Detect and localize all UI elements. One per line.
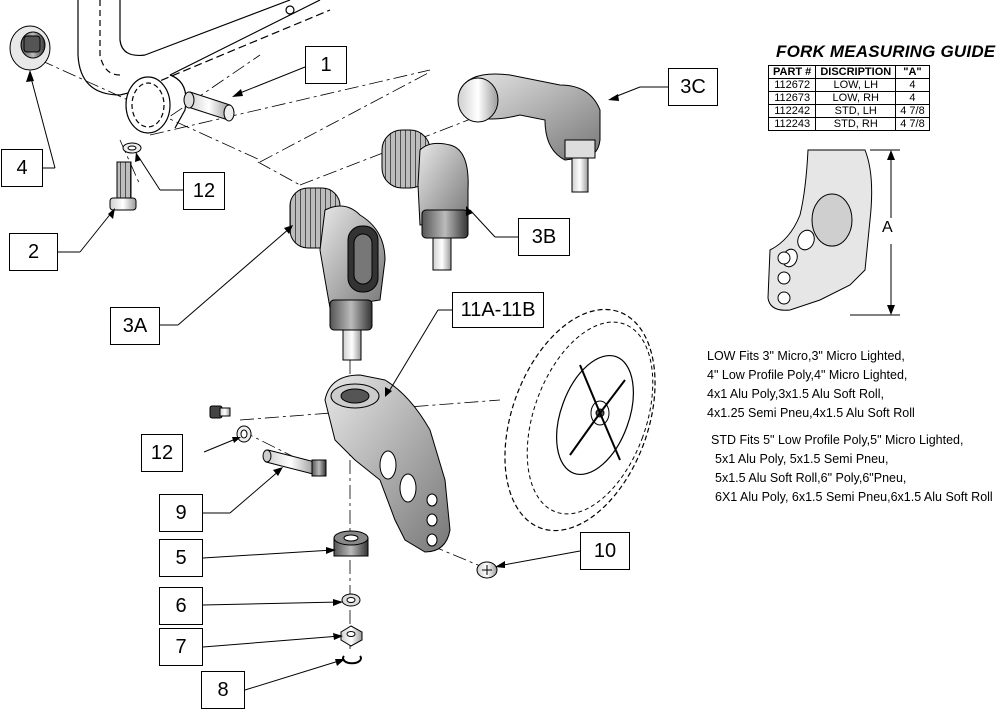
nut-part (340, 625, 363, 647)
axle-screw-washer-part (209, 405, 252, 443)
guide-cell: 4 7/8 (895, 104, 930, 118)
guide-header: DISCRIPTION (815, 65, 897, 79)
caster-wheel (504, 308, 656, 532)
note-line: 5x1.5 Alu Soft Roll,6" Poly,6"Pneu, (715, 471, 907, 485)
guide-header: PART # (767, 65, 817, 79)
note-line: 4x1.25 Semi Pneu,4x1.5 Alu Soft Roll (707, 406, 915, 420)
note-line: 4" Low Profile Poly,4" Micro Lighted, (707, 368, 908, 382)
leader-arrowheads (26, 70, 619, 666)
guide-cell: LOW, RH (815, 91, 897, 105)
callout-12-top: 12 (183, 172, 225, 210)
callout-2: 2 (9, 233, 58, 271)
clip-part (342, 655, 362, 665)
washer-part (341, 593, 361, 607)
callout-7: 7 (159, 628, 203, 666)
guide-cell: 112243 (767, 117, 817, 131)
guide-header: "A" (895, 65, 930, 79)
guide-cell: 4 (895, 91, 930, 105)
callout-6: 6 (159, 587, 203, 625)
axle-part (262, 449, 327, 477)
pin-part (183, 91, 235, 122)
guide-header-row: PART # DISCRIPTION "A" (767, 65, 930, 79)
guide-cell: STD, RH (815, 117, 897, 131)
leader-lines (29, 66, 668, 691)
end-cap-part (9, 25, 51, 71)
bearing-part (333, 530, 369, 557)
note-line: STD Fits 5" Low Profile Poly,5" Micro Li… (711, 433, 964, 447)
callout-11a-11b: 11A-11B (452, 292, 544, 328)
guide-cell: STD, LH (815, 104, 897, 118)
callout-3b: 3B (518, 218, 570, 256)
guide-row: 112672 LOW, LH 4 (767, 78, 930, 92)
callout-4: 4 (1, 149, 43, 187)
stem-housing-3a (289, 187, 386, 361)
guide-title: FORK MEASURING GUIDE (776, 42, 996, 61)
washer-top-part (122, 142, 142, 154)
callout-3a: 3A (110, 307, 160, 345)
callout-10: 10 (580, 532, 630, 570)
guide-cell: 4 7/8 (895, 117, 930, 131)
dimension-a-label: A (882, 219, 893, 236)
stem-housing-3b (381, 129, 469, 271)
guide-cell: 4 (895, 78, 930, 92)
guide-cell: LOW, LH (815, 78, 897, 92)
guide-cell: 112672 (767, 78, 817, 92)
guide-cell: 112242 (767, 104, 817, 118)
callout-9: 9 (159, 494, 203, 532)
stem-housing-3c (457, 73, 601, 193)
note-line: 4x1 Alu Poly,3x1.5 Alu Soft Roll, (707, 387, 884, 401)
note-line: 6X1 Alu Poly, 6x1.5 Semi Pneu,6x1.5 Alu … (715, 490, 993, 504)
std-fit-notes: STD Fits 5" Low Profile Poly,5" Micro Li… (711, 431, 993, 507)
bolt-part (109, 161, 137, 211)
callout-5: 5 (159, 539, 203, 577)
guide-table: PART # DISCRIPTION "A" 112672 LOW, LH 4 … (767, 65, 930, 131)
callout-1: 1 (305, 46, 347, 84)
fork-measuring-illustration (767, 149, 900, 316)
fork-part (324, 374, 451, 553)
frame-tube (77, 0, 331, 134)
low-fit-notes: LOW Fits 3" Micro,3" Micro Lighted, 4" L… (707, 347, 915, 423)
guide-row: 112673 LOW, RH 4 (767, 91, 930, 105)
callout-12-mid: 12 (141, 434, 183, 472)
guide-row: 112242 STD, LH 4 7/8 (767, 104, 930, 118)
note-line: 5x1 Alu Poly, 5x1.5 Semi Pneu, (715, 452, 889, 466)
guide-row: 112243 STD, RH 4 7/8 (767, 117, 930, 131)
callout-8: 8 (201, 671, 245, 709)
note-line: LOW Fits 3" Micro,3" Micro Lighted, (707, 349, 905, 363)
callout-3c: 3C (668, 68, 718, 106)
guide-cell: 112673 (767, 91, 817, 105)
fork-screw-part (476, 561, 498, 579)
